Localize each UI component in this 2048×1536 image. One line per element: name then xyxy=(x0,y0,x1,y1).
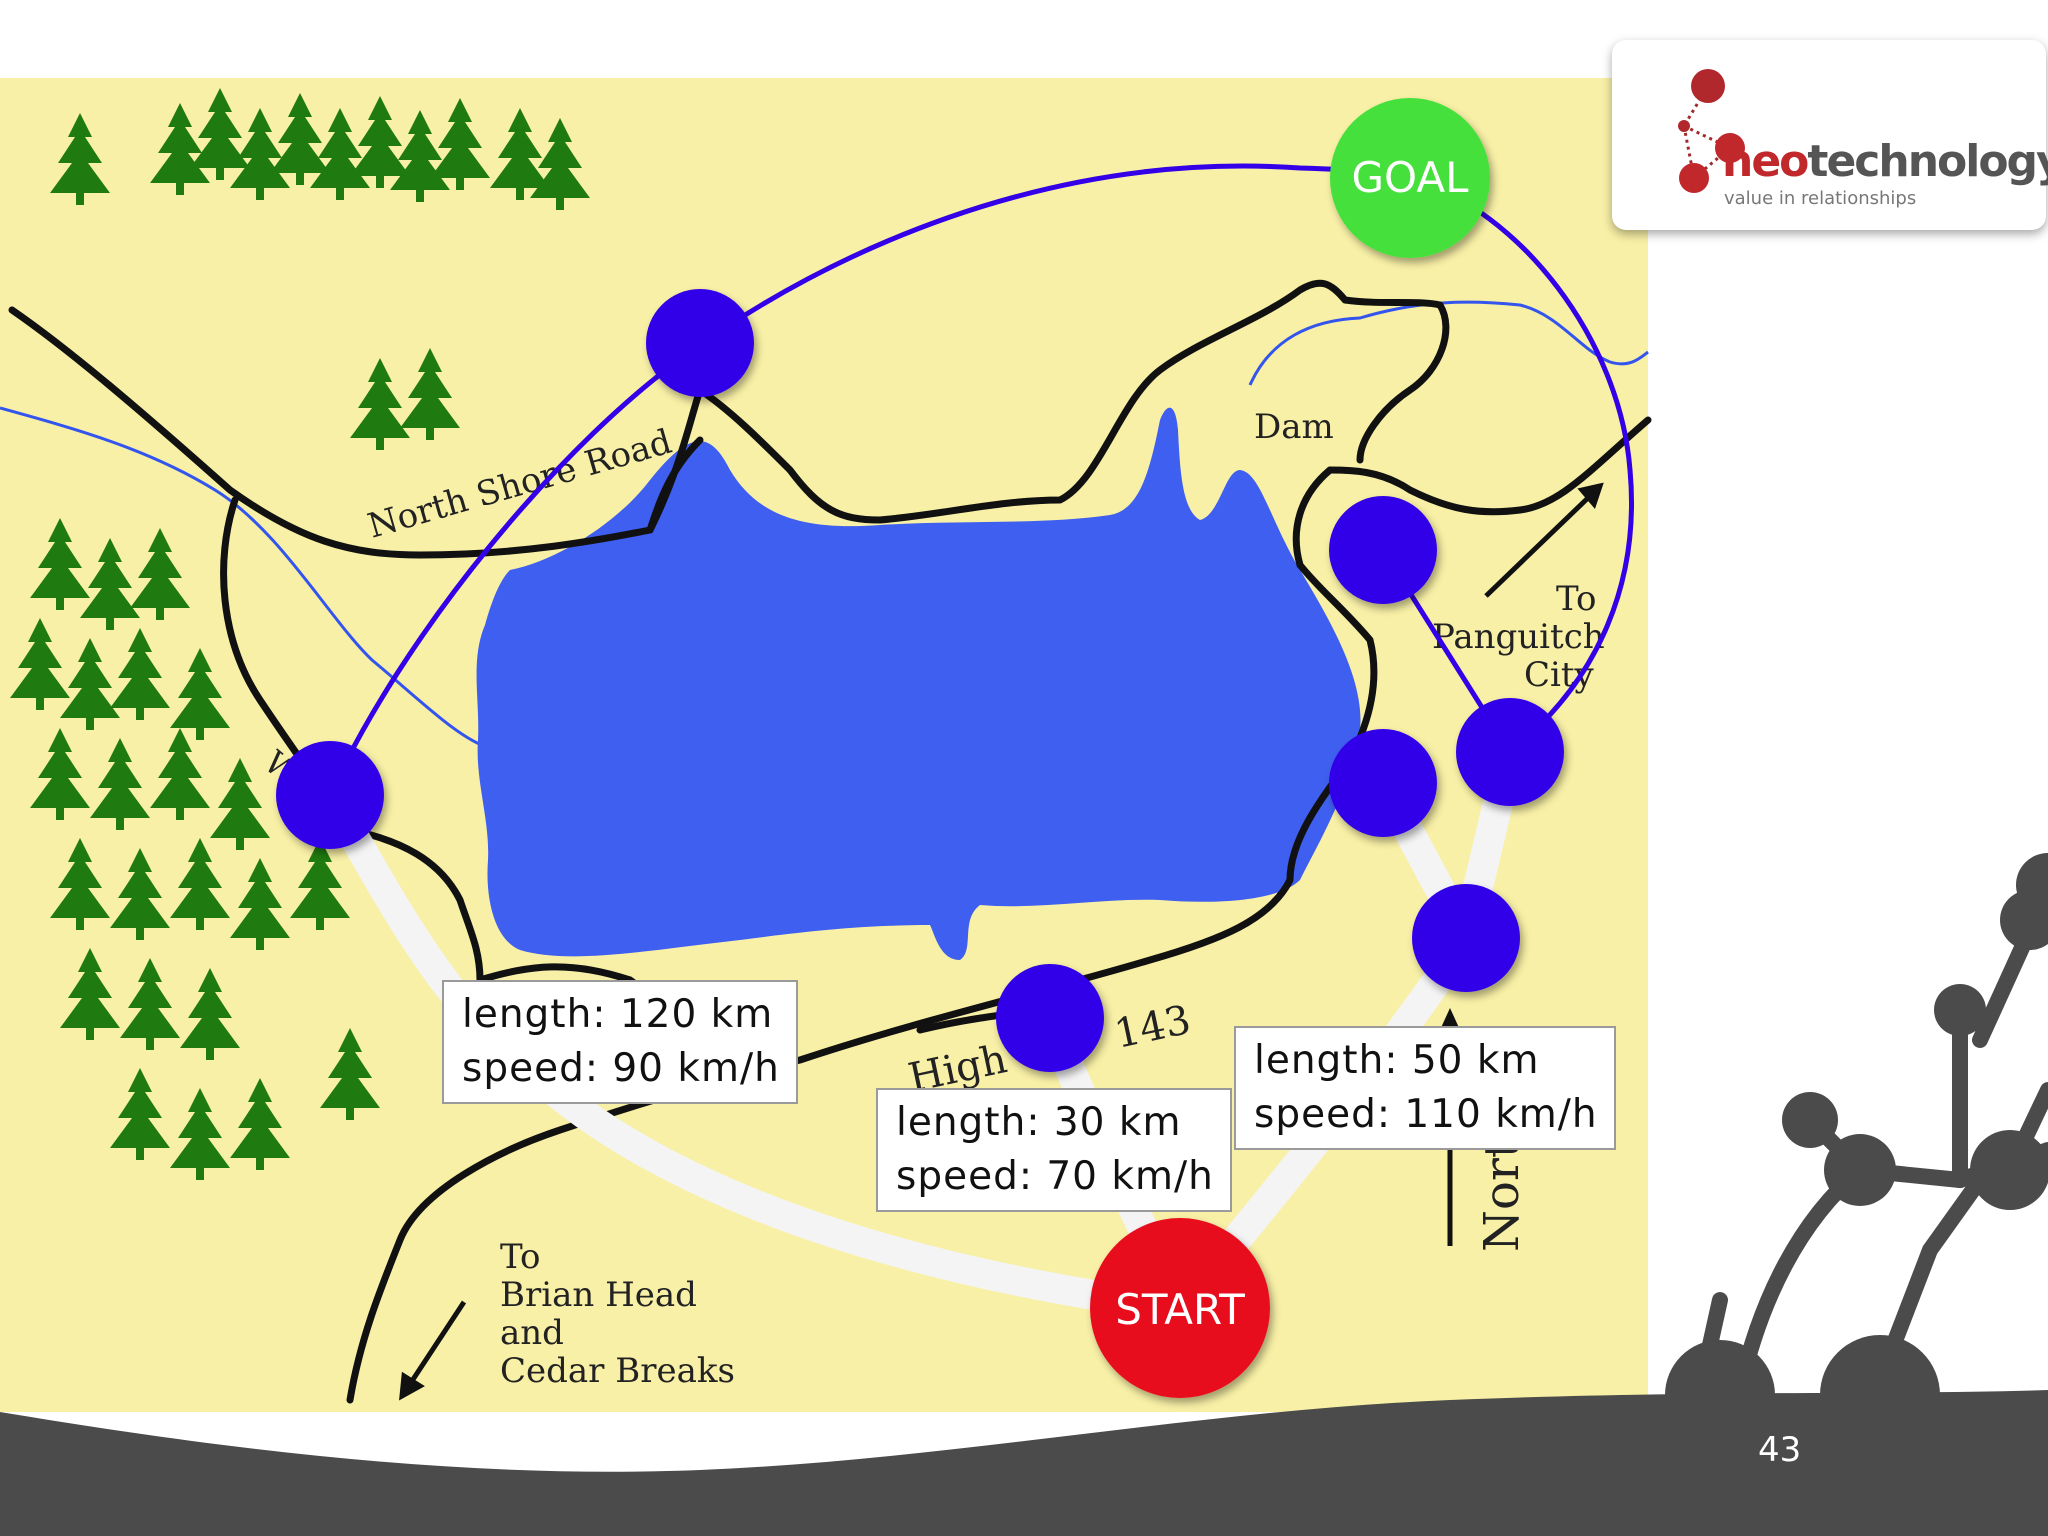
graph-nodes xyxy=(276,98,1564,1398)
waypoint-node[interactable] xyxy=(1329,496,1437,604)
lake xyxy=(476,407,1361,960)
logo-tagline: value in relationships xyxy=(1724,188,1917,209)
logo-graph-icon xyxy=(1678,69,1745,193)
waypoint-node[interactable] xyxy=(996,964,1104,1072)
dam-label: Dam xyxy=(1254,407,1334,447)
edge-length: length: 50 km xyxy=(1254,1038,1540,1083)
river-east xyxy=(1248,300,1649,386)
to-brian-head-label-3: and xyxy=(500,1313,564,1353)
to-panguitch-label-2: Panguitch xyxy=(1432,617,1605,657)
goal-node[interactable] xyxy=(1330,98,1490,258)
page-number: 43 xyxy=(1758,1430,1802,1470)
start-node[interactable] xyxy=(1090,1218,1270,1398)
logo-technology: technology xyxy=(1807,136,2048,187)
goal-label: GOAL xyxy=(1352,153,1470,202)
waypoint-node[interactable] xyxy=(1412,884,1520,992)
edge-info-box: length: 50 km speed: 110 km/h xyxy=(1234,1026,1616,1150)
edge-info-box: length: 120 km speed: 90 km/h xyxy=(442,980,798,1104)
river-west xyxy=(0,406,491,750)
edge-info-box: length: 30 km speed: 70 km/h xyxy=(876,1088,1232,1212)
to-panguitch-label-1: To xyxy=(1556,579,1597,619)
edge-speed: speed: 90 km/h xyxy=(462,1046,780,1091)
to-brian-head-label-4: Cedar Breaks xyxy=(500,1351,735,1391)
logo-wordmark: neotechnology xyxy=(1722,136,2048,187)
logo-neo: neo xyxy=(1722,136,1809,187)
start-label: START xyxy=(1115,1285,1245,1334)
edge-speed: speed: 110 km/h xyxy=(1254,1092,1598,1137)
waypoint-node[interactable] xyxy=(646,289,754,397)
to-brian-head-label-2: Brian Head xyxy=(500,1275,697,1315)
edge-length: length: 30 km xyxy=(896,1100,1182,1145)
shortest-path xyxy=(327,163,1634,798)
neotechnology-logo: neotechnology value in relationships xyxy=(1612,40,2048,230)
to-brian-head-label-1: To xyxy=(500,1237,541,1277)
waypoint-node[interactable] xyxy=(1329,729,1437,837)
waypoint-node[interactable] xyxy=(276,741,384,849)
footer-wave xyxy=(0,1390,2048,1536)
waypoint-node[interactable] xyxy=(1456,698,1564,806)
edge-speed: speed: 70 km/h xyxy=(896,1154,1214,1199)
molecule-decoration xyxy=(1665,853,2048,1455)
edge-length: length: 120 km xyxy=(462,992,774,1037)
